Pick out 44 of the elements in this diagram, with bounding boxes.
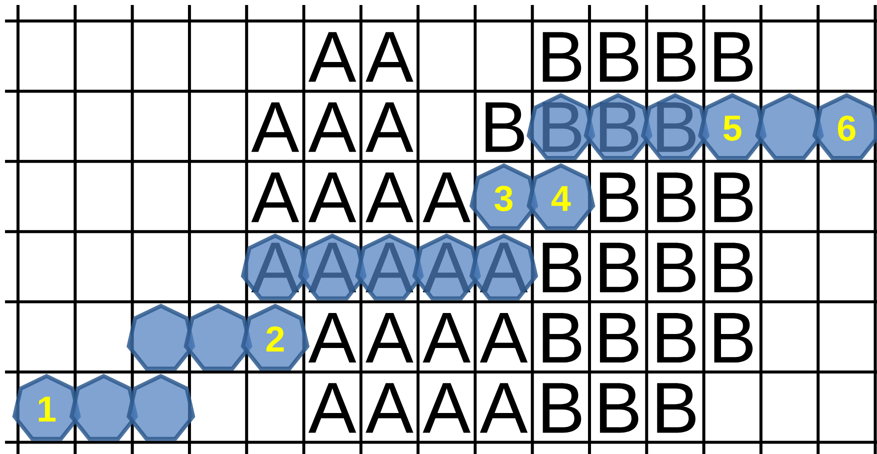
grid-letter: A [366, 383, 414, 433]
grid-letter: A [366, 172, 414, 222]
grid-letter: B [542, 312, 582, 362]
grid-letter: A [308, 172, 356, 222]
grid-letter: B [600, 172, 638, 222]
grid-letter: A [422, 172, 470, 222]
grid-letter: A [422, 312, 470, 362]
grid-letter: B [542, 242, 582, 292]
grid-letter: A [308, 32, 356, 82]
grid-letter: A [308, 242, 356, 292]
grid-letter: A [366, 32, 414, 82]
grid-letter: A [422, 242, 470, 292]
grid-letter: A [366, 242, 414, 292]
grid-letter: A [308, 312, 356, 362]
grid-letter: A [251, 172, 300, 222]
grid-letter: B [657, 102, 696, 152]
grid-letter: A [366, 102, 414, 152]
grid-letter: B [542, 102, 582, 152]
grid-letter: B [657, 312, 696, 362]
grid-letter: B [714, 172, 753, 222]
grid-letter: A [366, 312, 414, 362]
grid-letter: B [600, 383, 638, 433]
grid-letter: B [486, 102, 524, 152]
grid-letter: B [657, 172, 696, 222]
grid-letter: A [422, 383, 470, 433]
grid-letter: A [480, 383, 528, 433]
grid-letter: B [657, 242, 696, 292]
grid-letter: B [600, 32, 638, 82]
grid-letter: B [542, 32, 582, 82]
grid-letter: A [480, 312, 528, 362]
grid-letter: B [542, 383, 582, 433]
grid-letter: B [714, 312, 753, 362]
grid-letter: B [657, 32, 696, 82]
grid-letter: A [308, 383, 356, 433]
grid-letter: B [600, 102, 638, 152]
grid-letter: B [600, 242, 638, 292]
grid-letter: A [308, 102, 356, 152]
grid-letter: A [251, 102, 300, 152]
grid-letter: A [480, 242, 528, 292]
grid-letter: A [251, 242, 300, 292]
grid-letter: B [600, 312, 638, 362]
grid-letter: B [714, 32, 753, 82]
grid-letter: B [657, 383, 696, 433]
grid-letter: B [714, 242, 753, 292]
